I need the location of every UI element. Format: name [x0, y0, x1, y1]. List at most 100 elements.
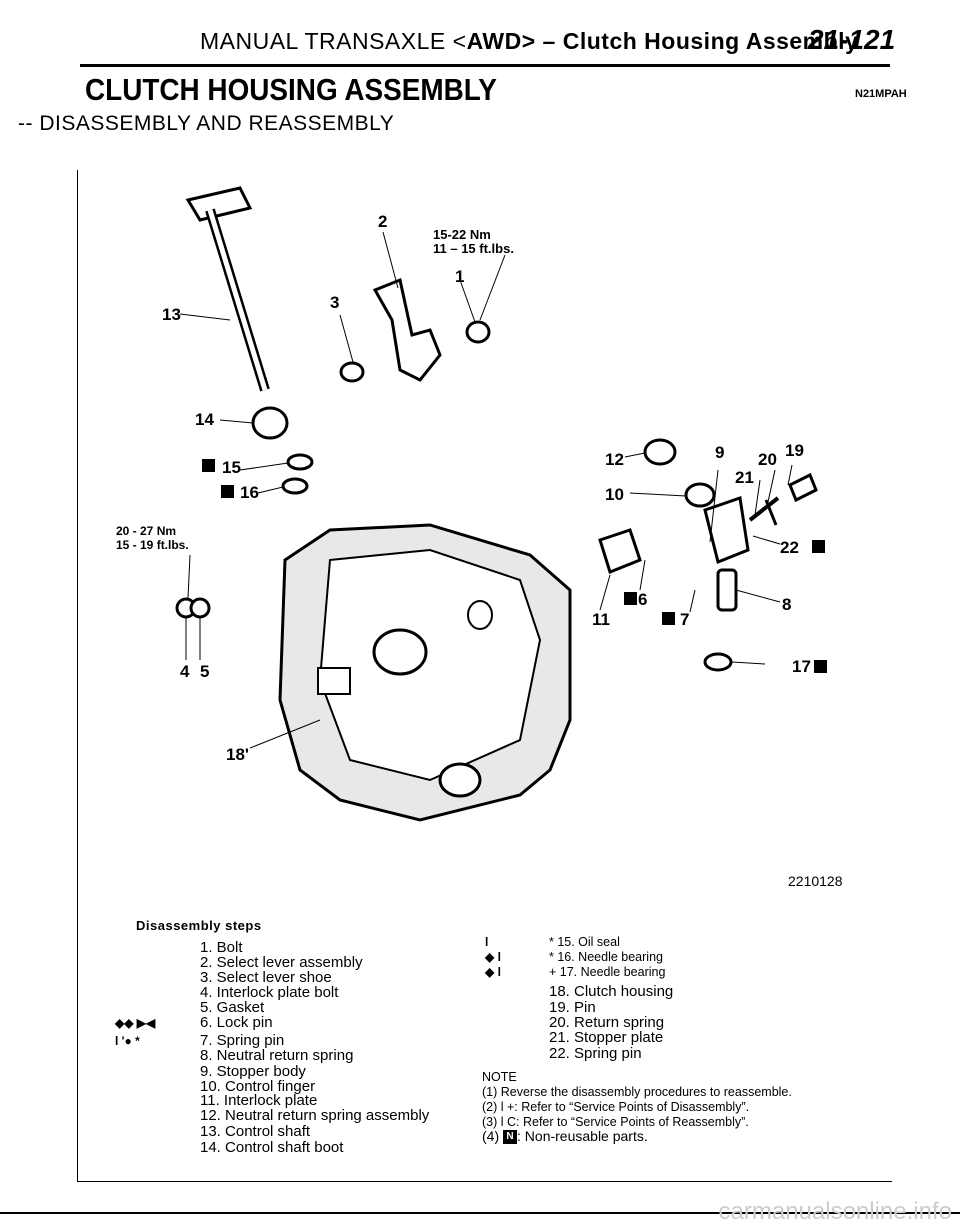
- step-text: * 16. Needle bearing: [549, 950, 663, 964]
- step-item: l '● * 7. Spring pin: [115, 1033, 284, 1048]
- callout-8: 8: [782, 595, 791, 614]
- step-text: 7. Spring pin: [200, 1032, 285, 1049]
- callout-1: 1: [455, 267, 464, 286]
- note-4-label: (4): [482, 1128, 500, 1144]
- step-item: 19. Pin: [485, 1000, 596, 1015]
- step-text: 20. Return spring: [549, 1014, 665, 1031]
- non-reusable-icon: N: [503, 1130, 518, 1145]
- watermark: carmanualsonline.info: [718, 1198, 952, 1225]
- step-item: 20. Return spring: [485, 1015, 664, 1030]
- note-1: (1) Reverse the disassembly procedures t…: [482, 1085, 792, 1099]
- header-text: MANUAL TRANSAXLE <AWD> – Clutch Housing …: [200, 28, 858, 55]
- callout-12: 12: [605, 450, 624, 469]
- step-text: 9. Stopper body: [200, 1063, 306, 1080]
- step-text: 22. Spring pin: [549, 1045, 642, 1062]
- step-item: 14. Control shaft boot: [115, 1140, 343, 1155]
- step-marker: ◆◆ ▶◀: [115, 1016, 156, 1030]
- step-text: * 15. Oil seal: [549, 935, 620, 949]
- step-text: 5. Gasket: [200, 999, 265, 1016]
- header-suffix: > – Clutch Housing Assembly: [521, 28, 859, 54]
- bottom-rule: [77, 1181, 892, 1182]
- left-rule: [77, 170, 78, 1182]
- note-4-text: : Non-reusable parts.: [517, 1128, 648, 1144]
- callout-19: 19: [785, 441, 804, 460]
- page-rule: [0, 1212, 960, 1214]
- callout-5: 5: [200, 662, 209, 681]
- step-marker: l '● *: [115, 1034, 140, 1048]
- step-item: 5. Gasket: [115, 1000, 264, 1015]
- callout-10: 10: [605, 485, 624, 504]
- step-item: ◆ l + 17. Needle bearing: [485, 966, 665, 979]
- step-item: 1. Bolt: [115, 940, 243, 955]
- step-text: 11. Interlock plate: [200, 1092, 318, 1109]
- step-item: ◆ l * 16. Needle bearing: [485, 951, 663, 964]
- step-marker: ◆ l: [485, 965, 501, 979]
- torque-left-1: 20 - 27 Nm: [116, 524, 176, 538]
- figure-id: 2210128: [788, 873, 843, 889]
- step-text: 21. Stopper plate: [549, 1029, 664, 1046]
- step-text: 3. Select lever shoe: [200, 969, 332, 986]
- page-title: CLUTCH HOUSING ASSEMBLY: [85, 72, 497, 107]
- step-text: 2. Select lever assembly: [200, 954, 363, 971]
- step-text: 10. Control finger: [200, 1078, 316, 1095]
- callout-4: 4: [180, 662, 190, 681]
- step-item: 22. Spring pin: [485, 1046, 642, 1061]
- exploded-diagram: 13 14 15 16 2 1 3 4 5 18' 12 10 9 20 19 …: [116, 186, 843, 889]
- step-text: 19. Pin: [549, 999, 596, 1016]
- note-3: (3) l C: Refer to “Service Points of Rea…: [482, 1115, 749, 1129]
- step-marker: ◆ l: [485, 950, 501, 964]
- step-item: 13. Control shaft: [115, 1124, 310, 1139]
- step-text: + 17. Needle bearing: [549, 965, 666, 979]
- callout-3: 3: [330, 293, 339, 312]
- section-code: N21MPAH: [855, 88, 907, 100]
- callout-14: 14: [195, 410, 214, 429]
- header-prefix: MANUAL TRANSAXLE <: [200, 28, 467, 54]
- step-item: 12. Neutral return spring assembly: [115, 1108, 429, 1123]
- note-2: (2) l +: Refer to “Service Points of Dis…: [482, 1100, 750, 1114]
- step-text: 18. Clutch housing: [549, 983, 674, 1000]
- header-awd: AWD: [466, 28, 522, 54]
- callout-16: 16: [240, 483, 259, 502]
- step-item: 8. Neutral return spring: [115, 1048, 353, 1063]
- torque-top-1: 15-22 Nm: [433, 227, 491, 242]
- step-item: 3. Select lever shoe: [115, 970, 332, 985]
- step-item: 2. Select lever assembly: [115, 955, 363, 970]
- callout-15: 15: [222, 458, 241, 477]
- step-item: 9. Stopper body: [115, 1064, 306, 1079]
- callout-13: 13: [162, 305, 181, 324]
- callout-22: 22: [780, 538, 799, 557]
- callout-6: 6: [638, 590, 647, 609]
- note-4: (4) N: Non-reusable parts.: [482, 1128, 648, 1145]
- callout-2: 2: [378, 212, 387, 231]
- torque-top-2: 11 – 15 ft.lbs.: [433, 241, 514, 256]
- page-number: 21-121: [808, 24, 896, 55]
- step-text: 4. Interlock plate bolt: [200, 984, 339, 1001]
- note-heading: NOTE: [482, 1070, 517, 1084]
- step-item: 18. Clutch housing: [485, 984, 673, 999]
- step-text: 6. Lock pin: [200, 1014, 273, 1031]
- step-text: 13. Control shaft: [200, 1123, 311, 1140]
- step-item: 10. Control finger: [115, 1079, 315, 1094]
- step-item: 21. Stopper plate: [485, 1030, 663, 1045]
- callout-21: 21: [735, 468, 754, 487]
- callout-9: 9: [715, 443, 724, 462]
- clutch-housing-part: [278, 523, 572, 822]
- step-text: 8. Neutral return spring: [200, 1047, 354, 1064]
- step-text: 12. Neutral return spring assembly: [200, 1107, 430, 1124]
- callout-7: 7: [680, 610, 689, 629]
- callout-18: 18': [226, 745, 249, 764]
- step-text: 1. Bolt: [200, 939, 243, 956]
- step-item: ◆◆ ▶◀ 6. Lock pin: [115, 1015, 273, 1030]
- callout-11: 11: [592, 610, 610, 629]
- disassembly-heading: Disassembly steps: [136, 918, 262, 933]
- control-shaft-part: [185, 186, 270, 392]
- step-marker: l: [485, 935, 489, 949]
- step-text: 14. Control shaft boot: [200, 1139, 344, 1156]
- callout-20: 20: [758, 450, 777, 469]
- callout-17: 17: [792, 657, 811, 676]
- torque-left-2: 15 - 19 ft.lbs.: [116, 538, 189, 552]
- step-item: 11. Interlock plate: [115, 1093, 317, 1108]
- step-item: 4. Interlock plate bolt: [115, 985, 338, 1000]
- header-rule: [80, 64, 890, 67]
- section-subtitle: -- DISASSEMBLY AND REASSEMBLY: [18, 112, 395, 135]
